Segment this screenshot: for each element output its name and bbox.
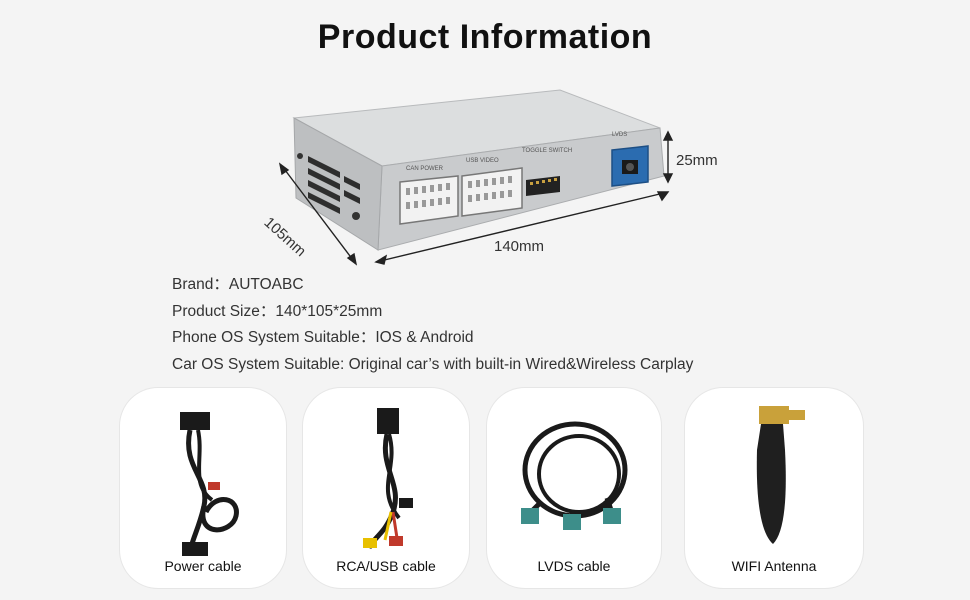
panel-label-toggle-switch: TOGGLE SWITCH [522, 148, 572, 154]
dimension-arrows [278, 130, 674, 266]
panel-label-usb-video: USB VIDEO [466, 158, 499, 164]
wifi-antenna-image [756, 406, 805, 544]
dimension-height-label: 25mm [676, 152, 718, 169]
accessory-label: WIFI Antenna [731, 558, 817, 574]
accessory-label: RCA/USB cable [336, 558, 436, 574]
spec-list: Brand：AUTOABC Product Size：140*105*25mm … [172, 272, 693, 378]
lvds-connector [611, 145, 649, 187]
spec-car-os: Car OS System Suitable: Original car’s w… [172, 355, 694, 373]
accessory-card-lvds-cable: LVDS cable [487, 388, 661, 588]
page-title: Product Information [317, 18, 653, 56]
panel-label-lvds: LVDS [612, 132, 627, 138]
accessory-label: LVDS cable [537, 558, 611, 574]
product-box-drawing: CAN POWER USB VIDEO TOGGLE SWITCH LVDS [278, 89, 674, 266]
accessory-card-wifi-antenna: WIFI Antenna [685, 388, 863, 588]
toggle-switch [526, 176, 560, 196]
accessory-label: Power cable [164, 558, 242, 574]
accessory-gallery: Power cable RCA/USB cable LVDS cable [0, 388, 970, 588]
usb-video-connector [461, 167, 523, 217]
spec-phone-os: Phone OS System Suitable：IOS & Android [172, 329, 474, 347]
panel-label-can-power: CAN POWER [406, 166, 444, 172]
side-vents [308, 156, 360, 214]
accessory-card-power-cable: Power cable [120, 388, 286, 588]
side-screw [352, 212, 360, 220]
product-illustration: CAN POWER USB VIDEO TOGGLE SWITCH LVDS [260, 80, 740, 280]
rca-usb-cable-image [363, 408, 413, 550]
lvds-cable-image [521, 421, 628, 530]
spec-brand: Brand：AUTOABC [172, 276, 304, 293]
power-cable-image [180, 412, 239, 556]
can-power-connector [399, 175, 459, 225]
depth-arrow [281, 165, 357, 265]
spec-product-size: Product Size：140*105*25mm [172, 302, 383, 320]
width-arrow [375, 191, 669, 263]
side-led [297, 153, 303, 159]
dimension-width-label: 140mm [494, 238, 545, 255]
accessory-card-rca-usb-cable: RCA/USB cable [303, 388, 469, 588]
